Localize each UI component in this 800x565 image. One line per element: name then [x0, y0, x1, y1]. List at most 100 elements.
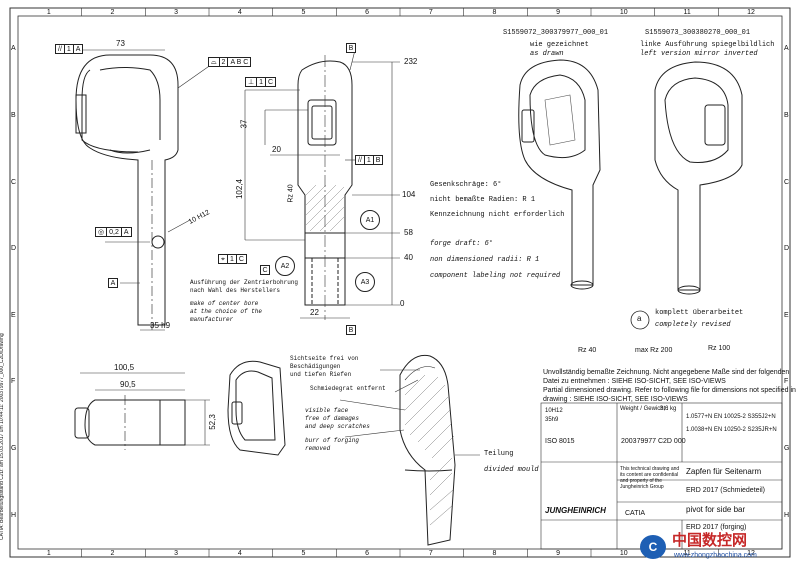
mirror-de: linke Ausführung spiegelbildlich	[640, 41, 775, 49]
dim-52-3: 52,3	[207, 414, 217, 430]
note-visible-de-1: Sichtseite frei von	[290, 355, 359, 362]
row-label: F	[11, 378, 16, 386]
row-label: G	[784, 445, 790, 453]
iso-bottom-hatch	[404, 374, 455, 526]
row-label: C	[784, 178, 790, 186]
dim-35: 35 h9	[150, 321, 171, 330]
datum-b-top: B	[346, 43, 356, 53]
iso-right-id: S1559072_300379977_000_01	[503, 29, 609, 37]
column-label: 10	[619, 550, 628, 557]
row-label: B	[11, 111, 16, 119]
note-radii-en: non dimensioned radii: R 1	[430, 256, 540, 264]
column-label: 5	[301, 9, 306, 16]
note-burr-en-1: burr of forging	[305, 437, 360, 444]
column-label: 9	[556, 9, 561, 16]
tb-weight: 3,6 kg	[660, 406, 677, 412]
as-drawn-de: wie gezeichnet	[530, 41, 589, 49]
tb-weight-label: Weight / Gewicht :	[620, 406, 669, 412]
row-label: A	[11, 45, 16, 53]
note-burr-en-2: removed	[305, 445, 331, 452]
tb-erd-en: ERD 2017 (forging)	[686, 524, 747, 531]
dim-73: 73	[116, 39, 125, 48]
dim-104: 104	[402, 190, 416, 199]
column-label: 6	[365, 9, 370, 16]
note-divided: divided mould	[484, 466, 539, 474]
column-label: 8	[492, 550, 497, 557]
note-teilung: Teilung	[484, 450, 514, 458]
datum-c: C	[260, 265, 270, 275]
dim-102-4: 102,4	[235, 178, 245, 200]
watermark-url: www.zhongzhaochina.com	[674, 552, 757, 559]
row-label: D	[11, 245, 17, 253]
note-bore-de-1: Ausführung der Zentrierbohrung	[190, 279, 299, 286]
iso-bottom-1	[227, 360, 286, 456]
note-radii-de: nicht bemaßte Radien: R 1	[430, 196, 536, 204]
iso-view-right-version	[518, 59, 601, 290]
mirror-en: left version mirror inverted	[640, 50, 758, 58]
dim-rz40: Rz 40	[287, 184, 295, 203]
top-view-dims	[80, 372, 210, 446]
column-label: 11	[683, 9, 691, 16]
column-label: 7	[428, 550, 433, 557]
note-visible-de-3: und tiefen Riefen	[290, 371, 352, 378]
note-visible-en-3: and deep scratches	[305, 423, 370, 430]
column-label: 7	[428, 9, 433, 16]
note-forge-en: forge draft: 6°	[430, 240, 494, 248]
iso-left-id: S1559073_300380270_000_01	[645, 29, 751, 37]
para-en-2: drawing : SIEHE ISO-SICHT, SEE ISO-VIEWS	[543, 396, 688, 403]
column-label: 9	[556, 550, 561, 557]
note-burr-de: Schmiedegrat entfernt	[310, 385, 386, 392]
dim-58: 58	[404, 228, 413, 237]
column-label: 2	[110, 550, 115, 557]
dim-232: 232	[404, 57, 418, 66]
datum-a: A	[108, 278, 118, 288]
row-label: B	[784, 111, 789, 119]
tb-name-de: Zapfen für Seitenarm	[686, 467, 762, 476]
column-label: 1	[46, 550, 51, 557]
watermark-cn: 中国数控网	[672, 532, 748, 549]
revision-circle	[630, 310, 650, 330]
company-logo: JUNGHEINRICH	[545, 506, 606, 515]
note-bore-en-3: manufacturer	[190, 316, 234, 323]
revised-en: completely revised	[655, 321, 731, 329]
column-label: 6	[365, 550, 370, 557]
side-note: CATIA: Bearbeitungsstand C2D: am 15.03.2…	[0, 333, 5, 540]
note-bore-en-1: make of center bore	[190, 300, 259, 307]
row-label: D	[784, 245, 790, 253]
tb-confidential: This technical drawing and its content a…	[620, 466, 680, 490]
note-label-en: component labeling not required	[430, 272, 561, 280]
dim-90-5: 90,5	[120, 380, 136, 389]
note-label-de: Kennzeichnung nicht erforderlich	[430, 211, 565, 219]
row-label: G	[11, 445, 17, 453]
side-view-part	[297, 60, 353, 306]
watermark: 中国数控网 www.zhongzhaochina.com C	[636, 533, 796, 563]
column-label: 5	[301, 550, 306, 557]
front-view-dims	[76, 49, 216, 331]
column-label: 12	[747, 9, 755, 16]
para-de-1: Unvollständig bemaßte Zeichnung. Nicht a…	[543, 369, 790, 376]
column-label: 4	[237, 9, 242, 16]
column-label: 12	[747, 550, 755, 557]
label-a1: A1	[360, 210, 380, 230]
iso-view-left-version	[654, 61, 743, 295]
leader-lines	[339, 369, 480, 456]
tb-tol2: 35h9	[545, 417, 559, 423]
row-label: A	[784, 45, 789, 53]
as-drawn-en: as drawn	[530, 50, 564, 58]
column-label: 10	[619, 9, 628, 16]
row-label: F	[784, 378, 789, 386]
label-a2: A2	[275, 256, 295, 276]
column-label: 2	[110, 9, 115, 16]
surface-rz100: Rz 100	[708, 345, 731, 352]
dim-100-5: 100,5	[114, 363, 135, 372]
dim-20: 20	[272, 145, 281, 154]
surface-max-rz200: max Rz 200	[635, 347, 673, 354]
dim-40: 40	[404, 253, 413, 262]
para-de-2: Datei zu entnehmen : SIEHE ISO-SICHT, SE…	[543, 378, 726, 385]
side-view-dims	[244, 49, 400, 320]
